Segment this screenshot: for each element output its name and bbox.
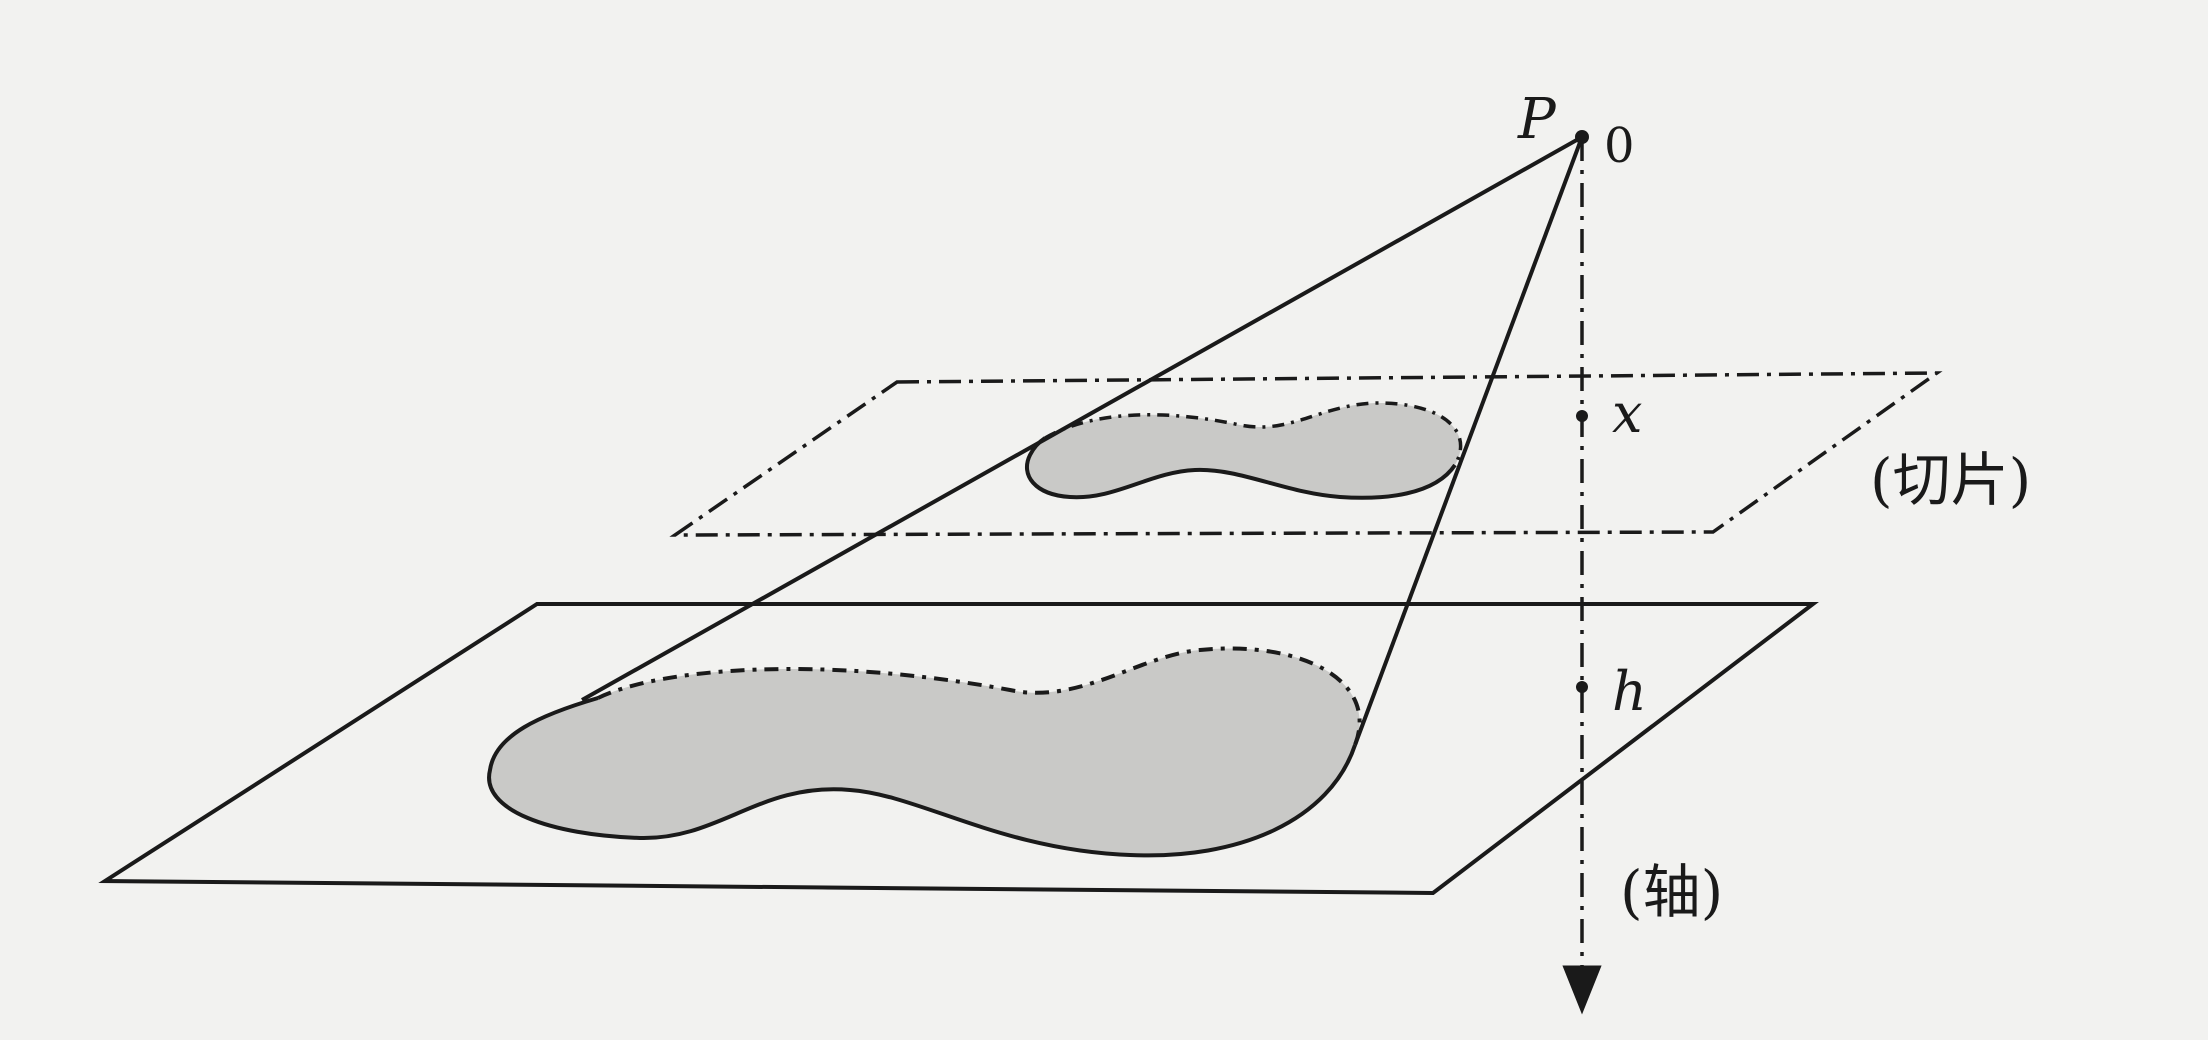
cone-edge-right — [1353, 136, 1584, 746]
height-label: h — [1612, 660, 1647, 723]
slice-position-label: x — [1612, 382, 1642, 445]
base-region-back-edge — [597, 646, 1362, 746]
slice-region — [1026, 402, 1461, 498]
base-region-front-edge — [487, 696, 1357, 858]
cone-edge-left — [581, 135, 1583, 702]
axis-label: (轴) — [1620, 858, 1723, 926]
origin-label: 0 — [1604, 118, 1635, 174]
apex-point — [1575, 130, 1589, 144]
base-plane — [98, 602, 1819, 896]
height-point — [1576, 681, 1588, 693]
base-region — [489, 648, 1360, 856]
apex-label: P — [1517, 87, 1557, 152]
slice-point — [1576, 410, 1588, 422]
slice-region-front-edge — [1024, 436, 1457, 500]
slice-label: (切片) — [1870, 446, 2031, 514]
slice-plane — [669, 371, 1943, 537]
slice-region-back-edge — [1044, 401, 1463, 466]
